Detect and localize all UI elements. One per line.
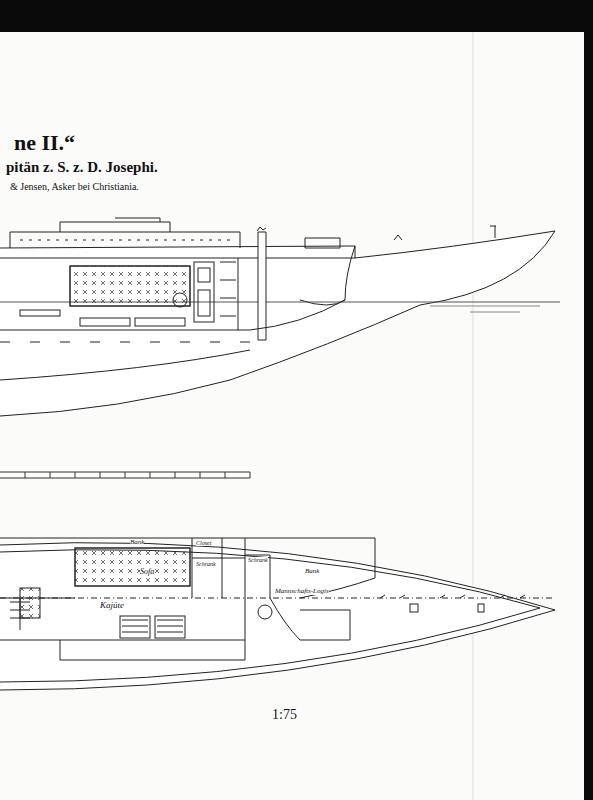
- title: ne II.“: [14, 132, 75, 154]
- scale-bar: [0, 472, 250, 478]
- room-label: Closet: [196, 540, 211, 546]
- room-label: Mannschafts-Logis: [275, 588, 329, 595]
- room-label: Schrank: [248, 557, 268, 563]
- room-label: Kajüte: [100, 601, 124, 610]
- room-label: Bank: [305, 568, 319, 575]
- room-label: Sofa: [140, 568, 154, 576]
- scan-border: [584, 0, 593, 800]
- scan-border: [0, 0, 593, 32]
- room-label: Schrank: [196, 561, 216, 567]
- scale: 1:75: [272, 708, 297, 722]
- profile-view: [0, 218, 560, 416]
- builder-note: & Jensen, Asker bei Christiania.: [10, 182, 139, 192]
- deck-plan: [0, 538, 555, 690]
- room-label: Bank: [130, 539, 144, 546]
- subtitle: pitän z. S. z. D. Josephi.: [6, 160, 158, 175]
